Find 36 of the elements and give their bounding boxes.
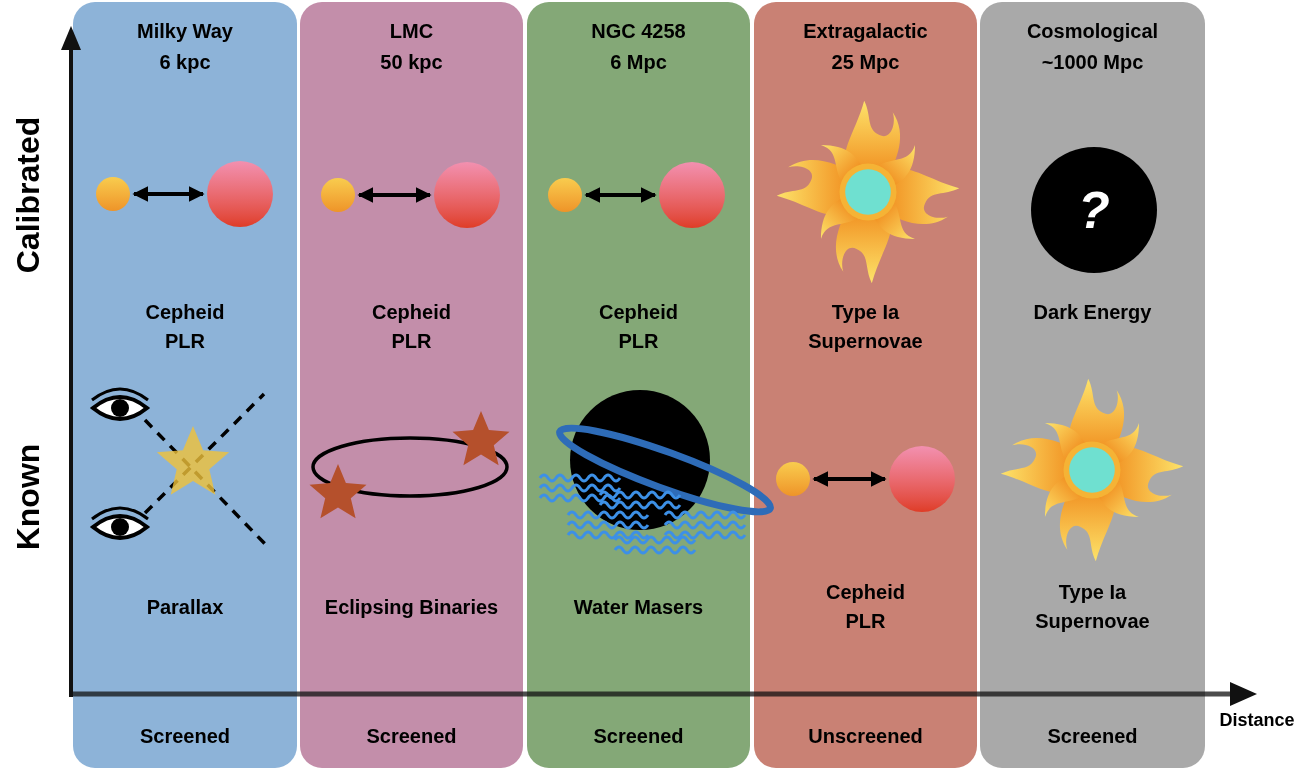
distance-value: 50 kpc [379,50,444,75]
method-label: Cepheid PLR [144,300,226,354]
screening-label: Screened [592,723,685,749]
panel-heading: Milky Way [136,19,234,44]
question-mark: ? [1078,180,1110,241]
distance-panel [754,2,977,768]
method-label: Water Masers [572,594,705,620]
method-label: Type Ia Supernovae [1034,580,1151,634]
method-label: Parallax [145,594,225,620]
distance-value: 6 kpc [158,50,212,75]
screening-label: Screened [1046,723,1139,749]
method-label: Eclipsing Binaries [323,594,500,620]
double-arrow [132,186,205,202]
panel-heading: Extragalactic [802,19,929,44]
screening-label: Unscreened [807,723,924,749]
screening-label: Screened [138,723,232,749]
method-label: Cepheid PLR [825,580,906,634]
distance-panel [73,2,297,768]
axis-label: Known [9,443,47,551]
axis-label: Calibrated [9,116,47,274]
screening-label: Screened [365,723,458,749]
double-arrow [584,187,657,203]
double-arrow [812,471,887,487]
distance-panel [300,2,523,768]
method-label: Cepheid PLR [598,300,679,354]
distance-value: 6 Mpc [609,50,668,75]
distance-value: 25 Mpc [830,50,901,75]
method-label: Dark Energy [1032,300,1153,325]
panel-heading: LMC [388,19,435,44]
double-arrow [357,187,432,203]
method-label: Cepheid PLR [371,300,452,354]
method-label: Type Ia Supernovae [807,300,924,354]
distance-value: ~1000 Mpc [1040,50,1145,75]
axis-label: Distance [1219,708,1295,732]
panel-heading: Cosmological [1025,19,1160,44]
panel-heading: NGC 4258 [590,19,687,44]
